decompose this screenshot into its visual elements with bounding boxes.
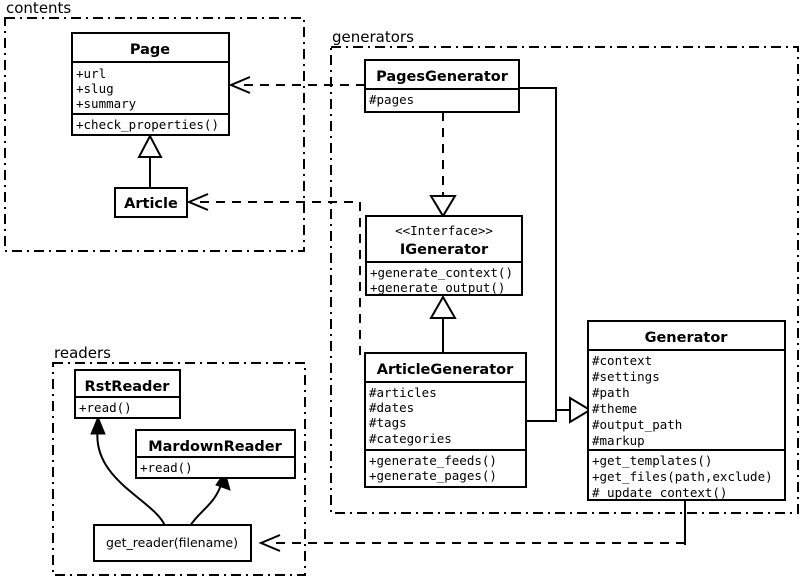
class-attribute: #articles	[369, 385, 437, 400]
class-attribute: +summary	[76, 96, 137, 111]
package-contents	[4, 17, 305, 252]
class-method: #_update_context()	[592, 485, 727, 500]
link-getreader-mardownreader	[189, 470, 231, 527]
class-method: +get_templates()	[592, 453, 712, 468]
dependency-arrowhead	[258, 534, 281, 552]
class-name-page: Page	[130, 42, 170, 58]
package-generators	[330, 46, 799, 514]
package-contents-border	[4, 17, 305, 252]
class-method: +read()	[140, 460, 193, 475]
package-label-generators: generators	[332, 28, 414, 46]
class-method: +read()	[79, 400, 132, 415]
dependency-arrowhead	[186, 193, 209, 211]
link-articlegenerator-igenerator	[429, 294, 457, 355]
class-attribute: #output_path	[592, 417, 682, 432]
class-attribute: #settings	[592, 369, 660, 384]
class-box-articlegenerator[interactable]: ArticleGenerator #articles #dates #tags …	[364, 352, 527, 488]
generalization-arrowhead	[569, 396, 592, 424]
class-attribute: #dates	[369, 400, 414, 415]
class-method: +get_files(path,exclude)	[592, 469, 773, 484]
package-readers	[52, 362, 306, 576]
class-method: +generate_context()	[370, 265, 513, 280]
class-method: +generate_pages()	[369, 468, 497, 483]
class-box-page[interactable]: Page +url +slug +summary +check_properti…	[71, 32, 230, 136]
link-generator-getreader	[258, 500, 686, 552]
class-name-pagesgenerator: PagesGenerator	[376, 69, 509, 85]
class-box-generator[interactable]: Generator #context #settings #path #them…	[587, 320, 786, 501]
realization-arrowhead	[429, 195, 457, 218]
link-articlegenerator-generator	[526, 410, 557, 422]
link-pagesgenerator-page	[228, 76, 365, 94]
class-method: +check_properties()	[76, 117, 219, 132]
generalization-arrowhead	[137, 133, 163, 158]
package-label-readers: readers	[54, 344, 111, 362]
class-box-igenerator[interactable]: <<Interface>> IGenerator +generate_conte…	[365, 215, 523, 296]
function-box-get-reader[interactable]: get_reader(filename)	[93, 524, 252, 562]
class-attribute: #pages	[369, 92, 414, 107]
class-box-article[interactable]: Article	[114, 187, 188, 218]
class-name-article: Article	[124, 196, 178, 212]
class-stereotype-interface: <<Interface>>	[395, 223, 493, 238]
class-attribute: #context	[592, 353, 652, 368]
link-pagesgenerator-igenerator	[429, 112, 457, 218]
package-label-contents: contents	[6, 0, 71, 17]
class-attribute: #markup	[592, 433, 645, 448]
class-method: +generate_output()	[370, 280, 505, 295]
class-name-rstreader: RstReader	[85, 379, 171, 395]
class-box-mardownreader[interactable]: MardownReader +read()	[135, 429, 296, 479]
function-name-get-reader: get_reader(filename)	[106, 535, 238, 550]
link-articlegenerator-article	[186, 193, 361, 355]
class-name-igenerator: IGenerator	[400, 242, 489, 258]
class-attribute: +slug	[76, 81, 114, 96]
link-pagesgenerator-generator	[519, 87, 592, 424]
class-attribute: +url	[76, 66, 106, 81]
class-box-rstreader[interactable]: RstReader +read()	[74, 369, 181, 419]
link-getreader-rstreader	[90, 415, 166, 527]
class-attribute: #theme	[592, 401, 637, 416]
class-box-pagesgenerator[interactable]: PagesGenerator #pages	[364, 59, 520, 113]
class-attribute: #categories	[369, 431, 452, 446]
association-arrowhead	[90, 415, 106, 435]
class-name-articlegenerator: ArticleGenerator	[377, 362, 514, 378]
class-method: +generate_feeds()	[369, 453, 497, 468]
class-attribute: #tags	[369, 415, 407, 430]
package-generators-border	[330, 46, 799, 514]
class-name-mardownreader: MardownReader	[148, 439, 282, 455]
generalization-arrowhead	[429, 294, 457, 319]
class-attribute: #path	[592, 385, 630, 400]
link-article-page	[137, 133, 163, 188]
class-name-generator: Generator	[645, 330, 729, 346]
package-readers-border	[52, 362, 306, 576]
dependency-arrowhead	[228, 76, 251, 94]
